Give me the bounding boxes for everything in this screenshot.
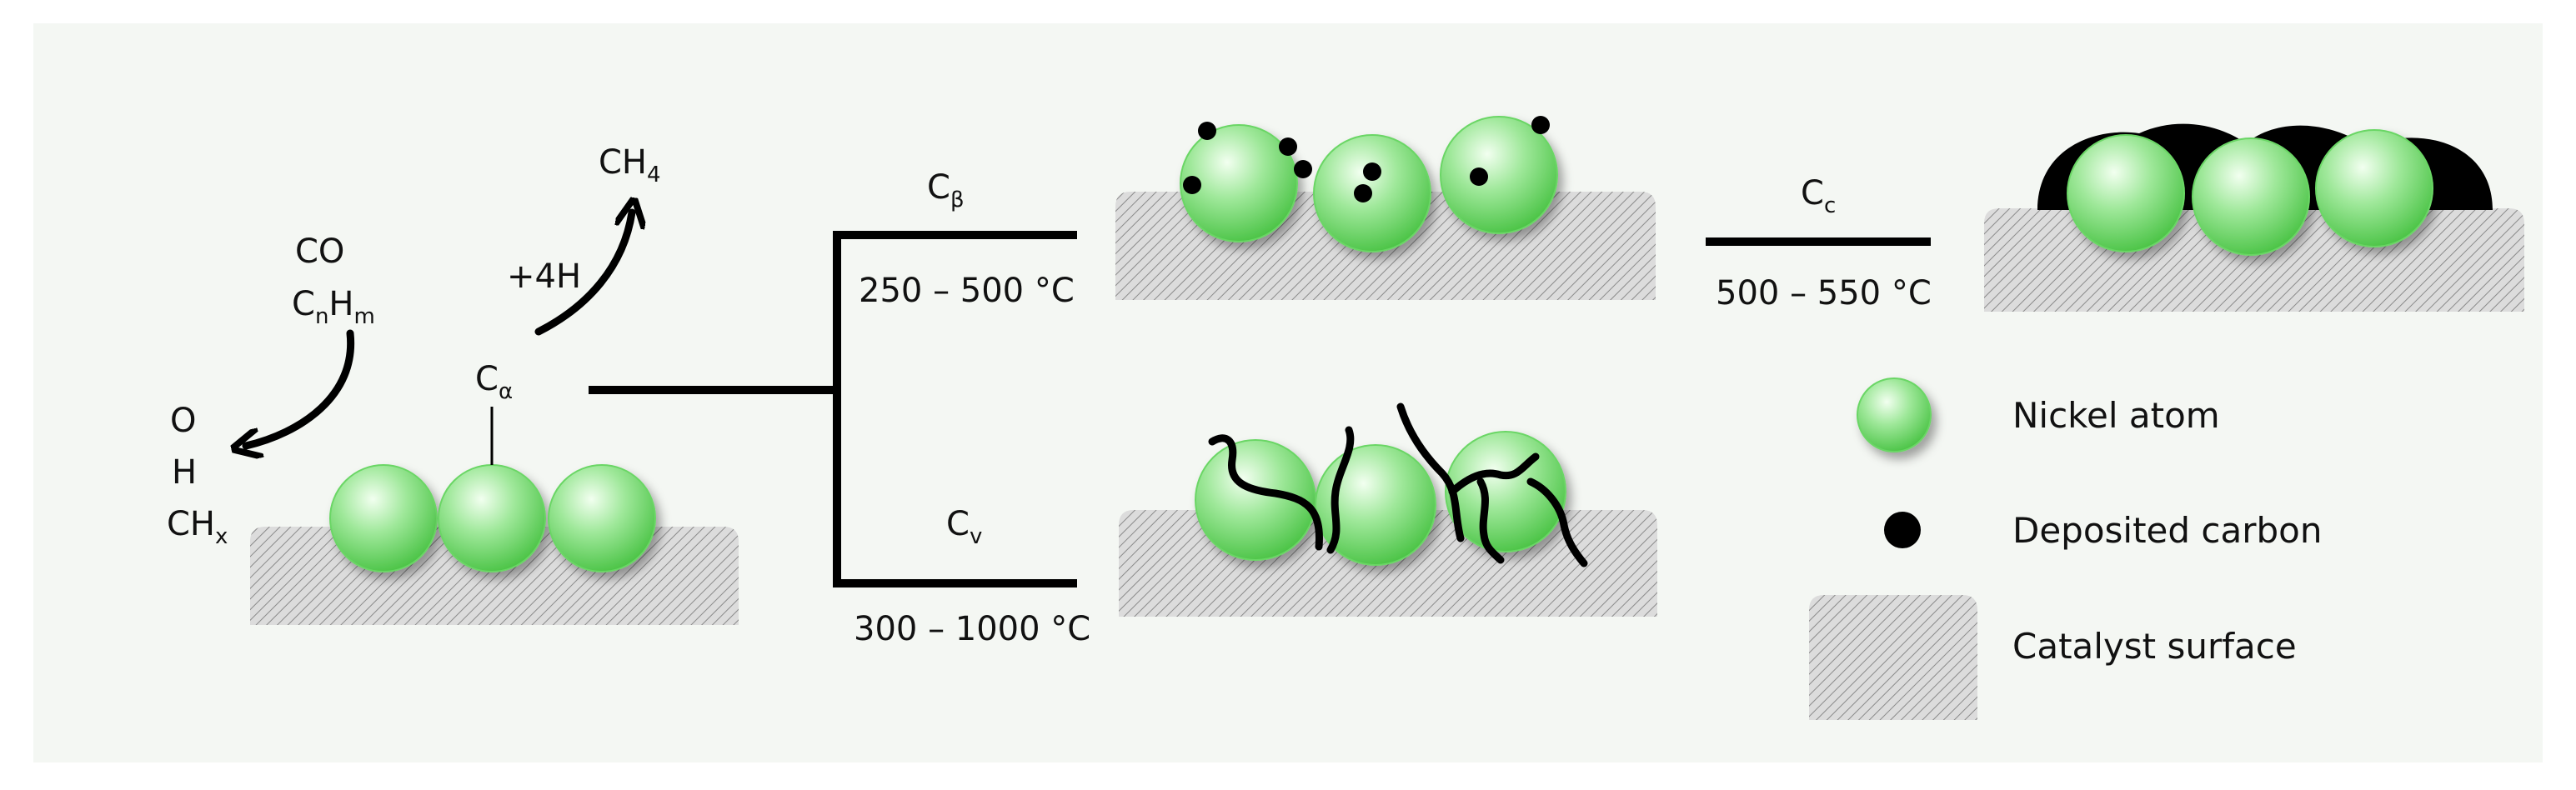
nickel-atom: [1445, 431, 1566, 552]
deposited-carbon-dot: [1531, 116, 1550, 134]
legend-nickel-icon: [1857, 378, 1932, 452]
legend-nickel-label: Nickel atom: [2012, 395, 2220, 436]
nickel-atom: [2067, 134, 2185, 252]
legend-carbon-icon: [1884, 512, 1921, 548]
c-v-label: Cv: [946, 505, 982, 549]
carbon-filament: [1526, 478, 1588, 568]
nickel-atom: [1315, 444, 1436, 566]
c-beta-temperature: 250 – 500 °C: [859, 272, 1075, 310]
deposited-carbon-dot: [1183, 176, 1201, 194]
c-v-temperature: 300 – 1000 °C: [854, 610, 1090, 648]
legend: Nickel atom Deposited carbon Catalyst su…: [1809, 378, 2322, 720]
initial-catalyst: [250, 407, 739, 625]
hydrogen-label: H: [172, 453, 197, 492]
nickel-atom: [548, 464, 656, 572]
dissociation-arrow: [246, 329, 355, 446]
carbon-filament: [1326, 426, 1355, 554]
carbon-filament: [1476, 478, 1505, 564]
nickel-atom: [2192, 138, 2310, 256]
nickel-atom: [2315, 129, 2433, 248]
nickel-atom: [1440, 116, 1558, 234]
carbon-filament: [1208, 434, 1323, 551]
c-v-catalyst: [1119, 402, 1657, 617]
legend-carbon-label: Deposited carbon: [2012, 510, 2322, 551]
chx-label: CHx: [167, 505, 228, 549]
carbon-filament: [1396, 402, 1465, 542]
c-c-label: Cc: [1801, 174, 1836, 218]
legend-surface-label: Catalyst surface: [2012, 626, 2297, 667]
legend-surface-icon: [1809, 595, 1977, 720]
c-beta-catalyst: [1115, 116, 1656, 300]
methane-label: CH4: [599, 143, 661, 188]
deposited-carbon-dot: [1354, 184, 1372, 202]
deposited-carbon-dot: [1198, 122, 1216, 140]
c-c-temperature: 500 – 550 °C: [1716, 274, 1932, 312]
c-beta-label: Cβ: [927, 168, 965, 212]
c-c-catalyst: [1984, 123, 2524, 312]
carbon-filament: [1448, 452, 1540, 496]
deposited-carbon-dot: [1279, 138, 1297, 156]
hydrogenation-reagent-label: +4H: [507, 258, 581, 296]
deposited-carbon-dot: [1470, 168, 1488, 186]
deposited-carbon-dot: [1294, 160, 1312, 178]
co-label: CO: [295, 232, 344, 271]
deposited-carbon-dot: [1363, 162, 1381, 181]
cnhm-label: CnHm: [292, 285, 375, 329]
oxygen-label: O: [170, 402, 196, 440]
nickel-atom: [438, 464, 546, 572]
c-alpha-label: Cα: [475, 360, 513, 404]
nickel-atom: [329, 464, 438, 572]
branch-connector: [589, 231, 1077, 588]
nickel-atom: [1180, 124, 1298, 242]
hydrogenation-arrow: [534, 212, 632, 336]
